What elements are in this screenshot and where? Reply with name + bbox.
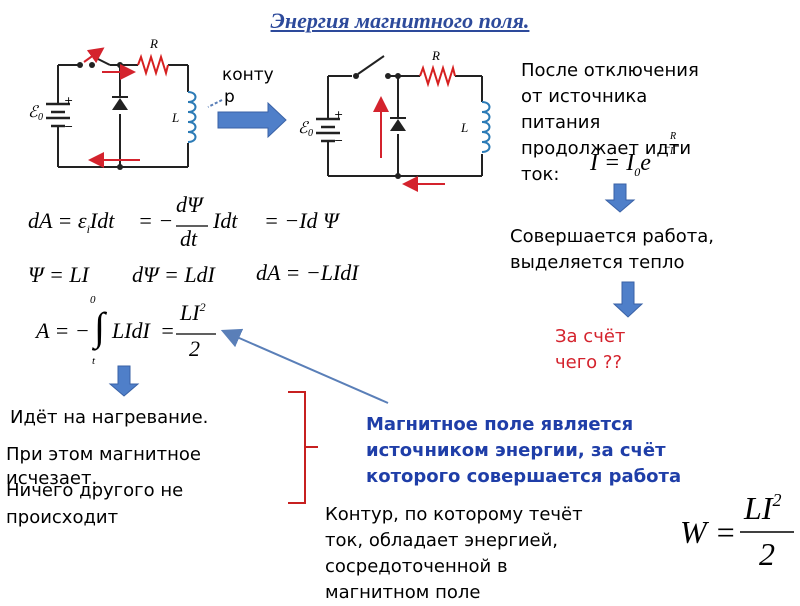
down-block-arrow <box>612 281 644 318</box>
inductor-coil <box>481 101 491 153</box>
kontur-pointer <box>207 99 223 108</box>
right-block-arrow <box>217 101 287 139</box>
equation-2c: dA = −LIdI <box>256 260 359 285</box>
pointer-arrow <box>220 328 389 404</box>
page-title: Энергия магнитного поля. <box>270 8 530 33</box>
equation-1c: Idt <box>213 208 238 233</box>
energy-formula-den: 2 <box>759 536 775 572</box>
integral-sign: ∫ <box>91 304 108 351</box>
magnetic-source-note: Магнитное поле является источником энерг… <box>366 414 682 487</box>
resistor-label-2: R <box>432 48 440 63</box>
work-heat-note: Совершается работа, выделяется тепло <box>510 226 715 273</box>
switch-contact <box>353 73 359 79</box>
junction-dot <box>117 62 123 68</box>
equation-1a: dA = εiIdt <box>28 208 115 236</box>
junction-dot <box>117 164 123 170</box>
equation-3-den: 2 <box>189 336 200 361</box>
emf-label-2: ℰ <box>298 120 308 137</box>
contour-energy-note: Контур, по которому течёт ток, обладает … <box>325 504 583 603</box>
question-note: За счёт чего ?? <box>555 326 626 373</box>
equation-2a: Ψ = LI <box>28 262 89 287</box>
energy-formula-num: LI2 <box>744 490 782 526</box>
plus-sign-2: + <box>334 108 344 121</box>
equation-1d: = −Id Ψ <box>264 208 339 233</box>
current-decay-formula: I = I0e <box>590 150 651 179</box>
junction-dot <box>395 173 401 179</box>
diode-symbol <box>390 119 406 131</box>
inductor-label-1: L <box>172 110 180 125</box>
down-block-arrow <box>604 183 636 213</box>
switch-arrow <box>83 47 105 64</box>
exponent-sign: − <box>663 140 672 154</box>
inductor-coil <box>187 91 197 143</box>
integral-lower: t <box>92 355 96 367</box>
plus-sign-1: + <box>64 94 74 107</box>
equation-1-den: dt <box>180 226 198 251</box>
emf-sub-2: 0 <box>308 128 313 139</box>
junction-dot <box>395 73 401 79</box>
switch-contact <box>89 62 95 68</box>
equation-3-eq: = <box>160 318 175 343</box>
down-block-arrow <box>108 365 140 397</box>
emf-label-1: ℰ <box>28 104 38 121</box>
nothing-else-note-2: происходит <box>6 507 119 528</box>
resistor-label-1: R <box>150 36 158 51</box>
minus-sign-2: − <box>334 134 344 147</box>
kontur-label: конту р <box>222 65 274 107</box>
exponent-den: L <box>670 146 676 157</box>
diode-symbol <box>112 98 128 110</box>
switch-contact <box>77 62 83 68</box>
equation-2b: dΨ = LdI <box>132 262 215 287</box>
switch-contact <box>385 73 391 79</box>
magnetic-disappears-note-1: При этом магнитное <box>6 444 201 465</box>
equation-3a: A = − <box>36 318 90 343</box>
inductor-label-2: L <box>461 120 469 135</box>
equation-1b: = − <box>138 208 174 233</box>
heating-note: Идёт на нагревание. <box>10 407 209 428</box>
nothing-else-note-1: Ничего другого не <box>6 480 184 501</box>
equation-3-num: LI2 <box>180 300 206 325</box>
equation-1-num: dΨ <box>176 192 203 217</box>
resistor-zigzag <box>419 64 456 88</box>
resistor-zigzag <box>137 53 169 77</box>
after-disconnect-note: После отключения от источника питания пр… <box>521 60 699 185</box>
integral-upper: 0 <box>90 294 96 306</box>
exponent-num: R <box>670 131 677 142</box>
minus-sign-1: − <box>64 120 74 133</box>
red-bracket <box>288 391 318 504</box>
energy-formula-lhs: W = <box>680 514 737 550</box>
equation-3-integrand: LIdI <box>112 318 150 343</box>
magnetic-disappears-note-2: исчезает. <box>6 468 98 489</box>
emf-sub-1: 0 <box>38 112 43 123</box>
